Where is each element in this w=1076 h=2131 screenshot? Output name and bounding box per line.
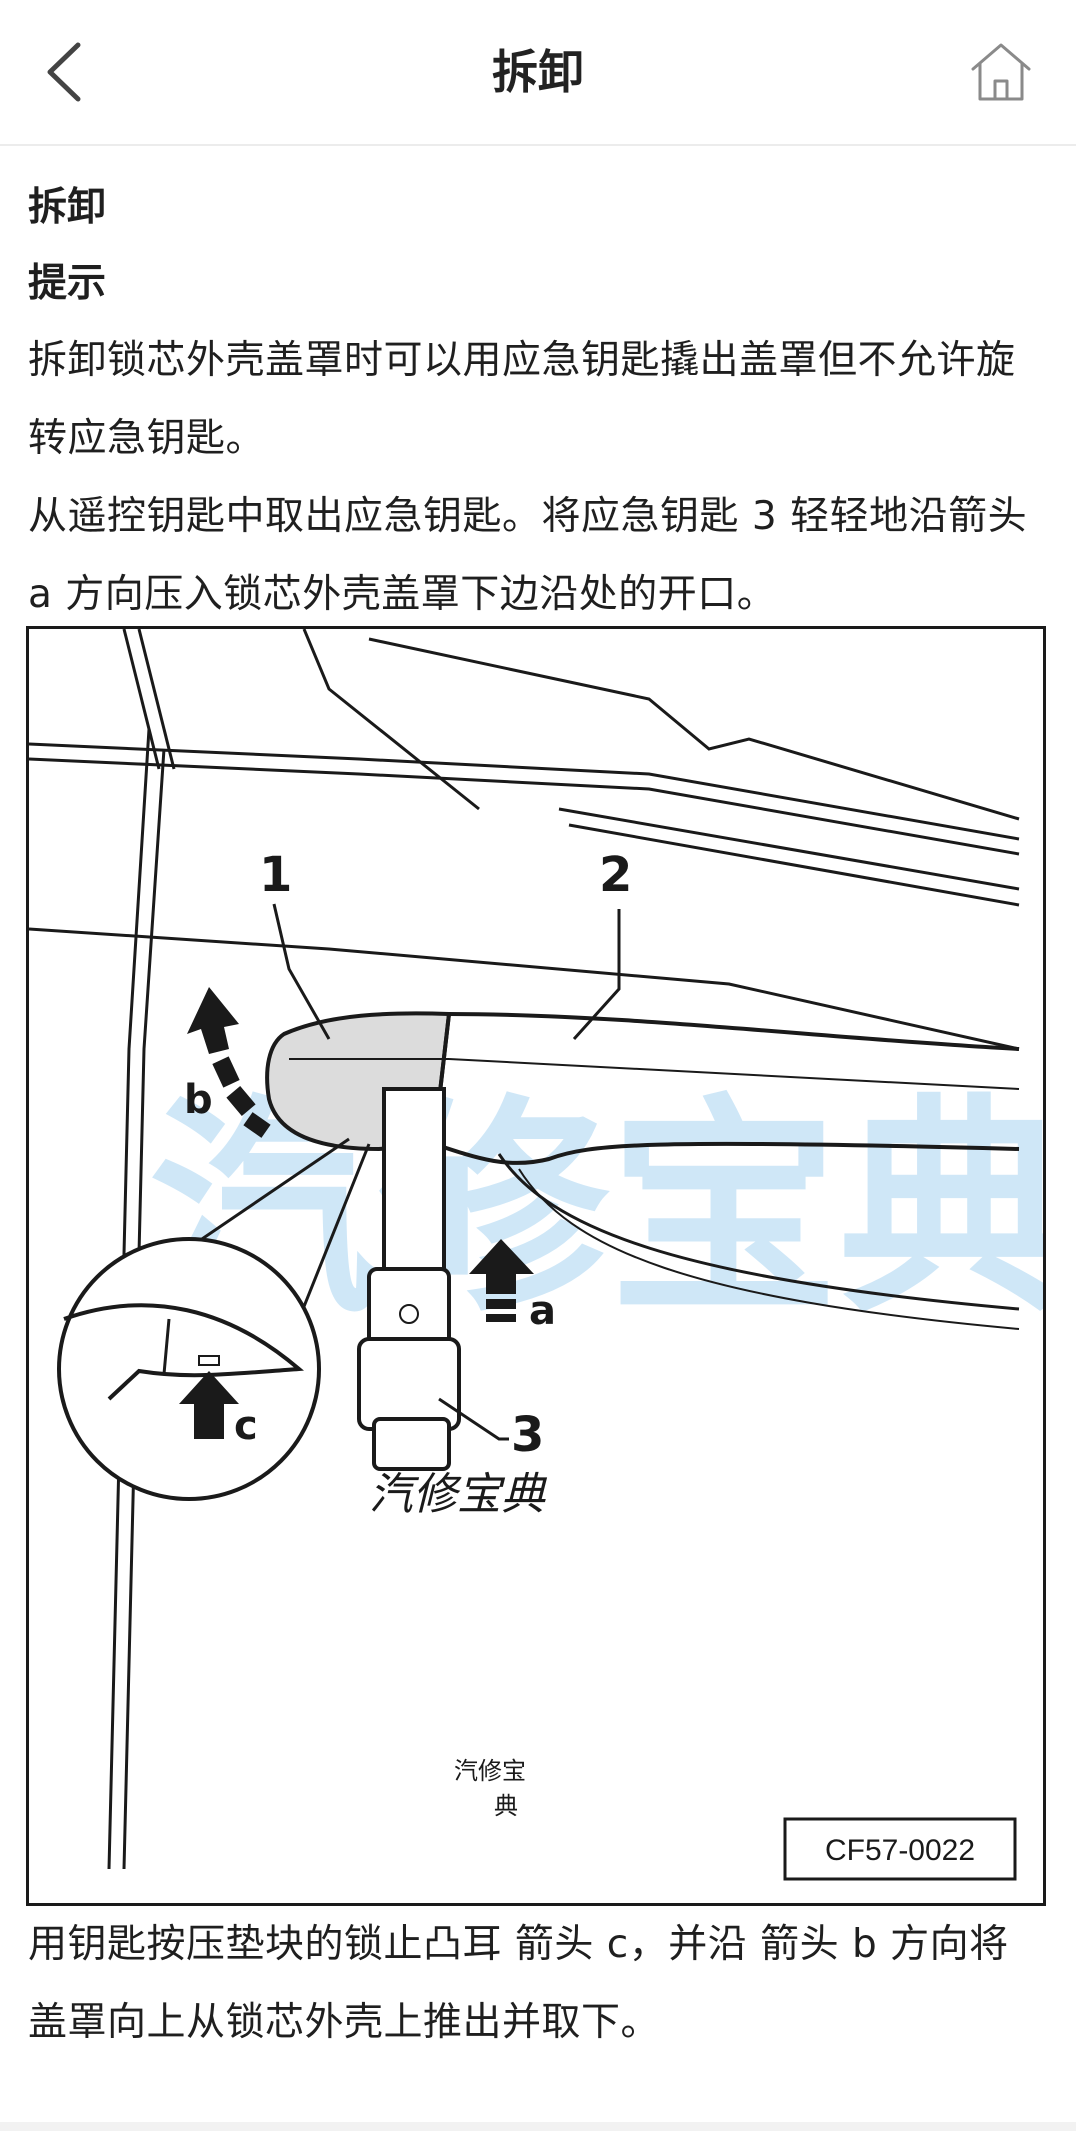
door-handle-diagram: 汽修宝典 [29,629,1043,1881]
label-c: c [234,1403,258,1449]
label-b: b [184,1077,213,1123]
label-2: 2 [599,847,632,903]
article-content: 拆卸 提示 拆卸锁芯外壳盖罩时可以用应急钥匙撬出盖罩但不允许旋转应急钥匙。 从遥… [28,170,1048,634]
note-paragraph: 拆卸锁芯外壳盖罩时可以用应急钥匙撬出盖罩但不允许旋转应急钥匙。 [28,338,1016,461]
removal-paragraph: 用钥匙按压垫块的锁止凸耳 箭头 c，并沿 箭头 b 方向将盖罩向上从锁芯外壳上推… [28,1922,1009,2045]
figure-code: CF57-0022 [825,1834,975,1867]
arrow-c [179,1371,239,1439]
note-heading: 提示 [28,261,107,306]
home-button[interactable] [956,30,1046,114]
watermark-small-1: 汽修宝 [454,1757,526,1785]
after-figure-content: 用钥匙按压垫块的锁止凸耳 箭头 c，并沿 箭头 b 方向将盖罩向上从锁芯外壳上推… [28,1906,1048,2062]
watermark-small-2: 典 [494,1792,518,1820]
arrow-a [469,1239,534,1322]
step-paragraph: 从遥控钥匙中取出应急钥匙。将应急钥匙 3 轻轻地沿箭头 a 方向压入锁芯外壳盖罩… [28,494,1028,617]
section-heading: 拆卸 [28,185,107,230]
nav-header: 拆卸 [0,0,1076,146]
home-icon [971,43,1031,101]
label-3: 3 [511,1407,544,1463]
back-button[interactable] [20,30,110,114]
watermark-handwritten: 汽修宝典 [369,1469,548,1520]
figure-code-box [783,1817,1017,1881]
label-a: a [529,1288,556,1334]
label-1: 1 [259,847,292,903]
chevron-left-icon [47,42,81,102]
arrow-b [187,987,271,1138]
page-title: 拆卸 [492,45,584,99]
bottom-divider [0,2122,1076,2131]
diagram-figure: 汽修宝典 [26,626,1046,1906]
